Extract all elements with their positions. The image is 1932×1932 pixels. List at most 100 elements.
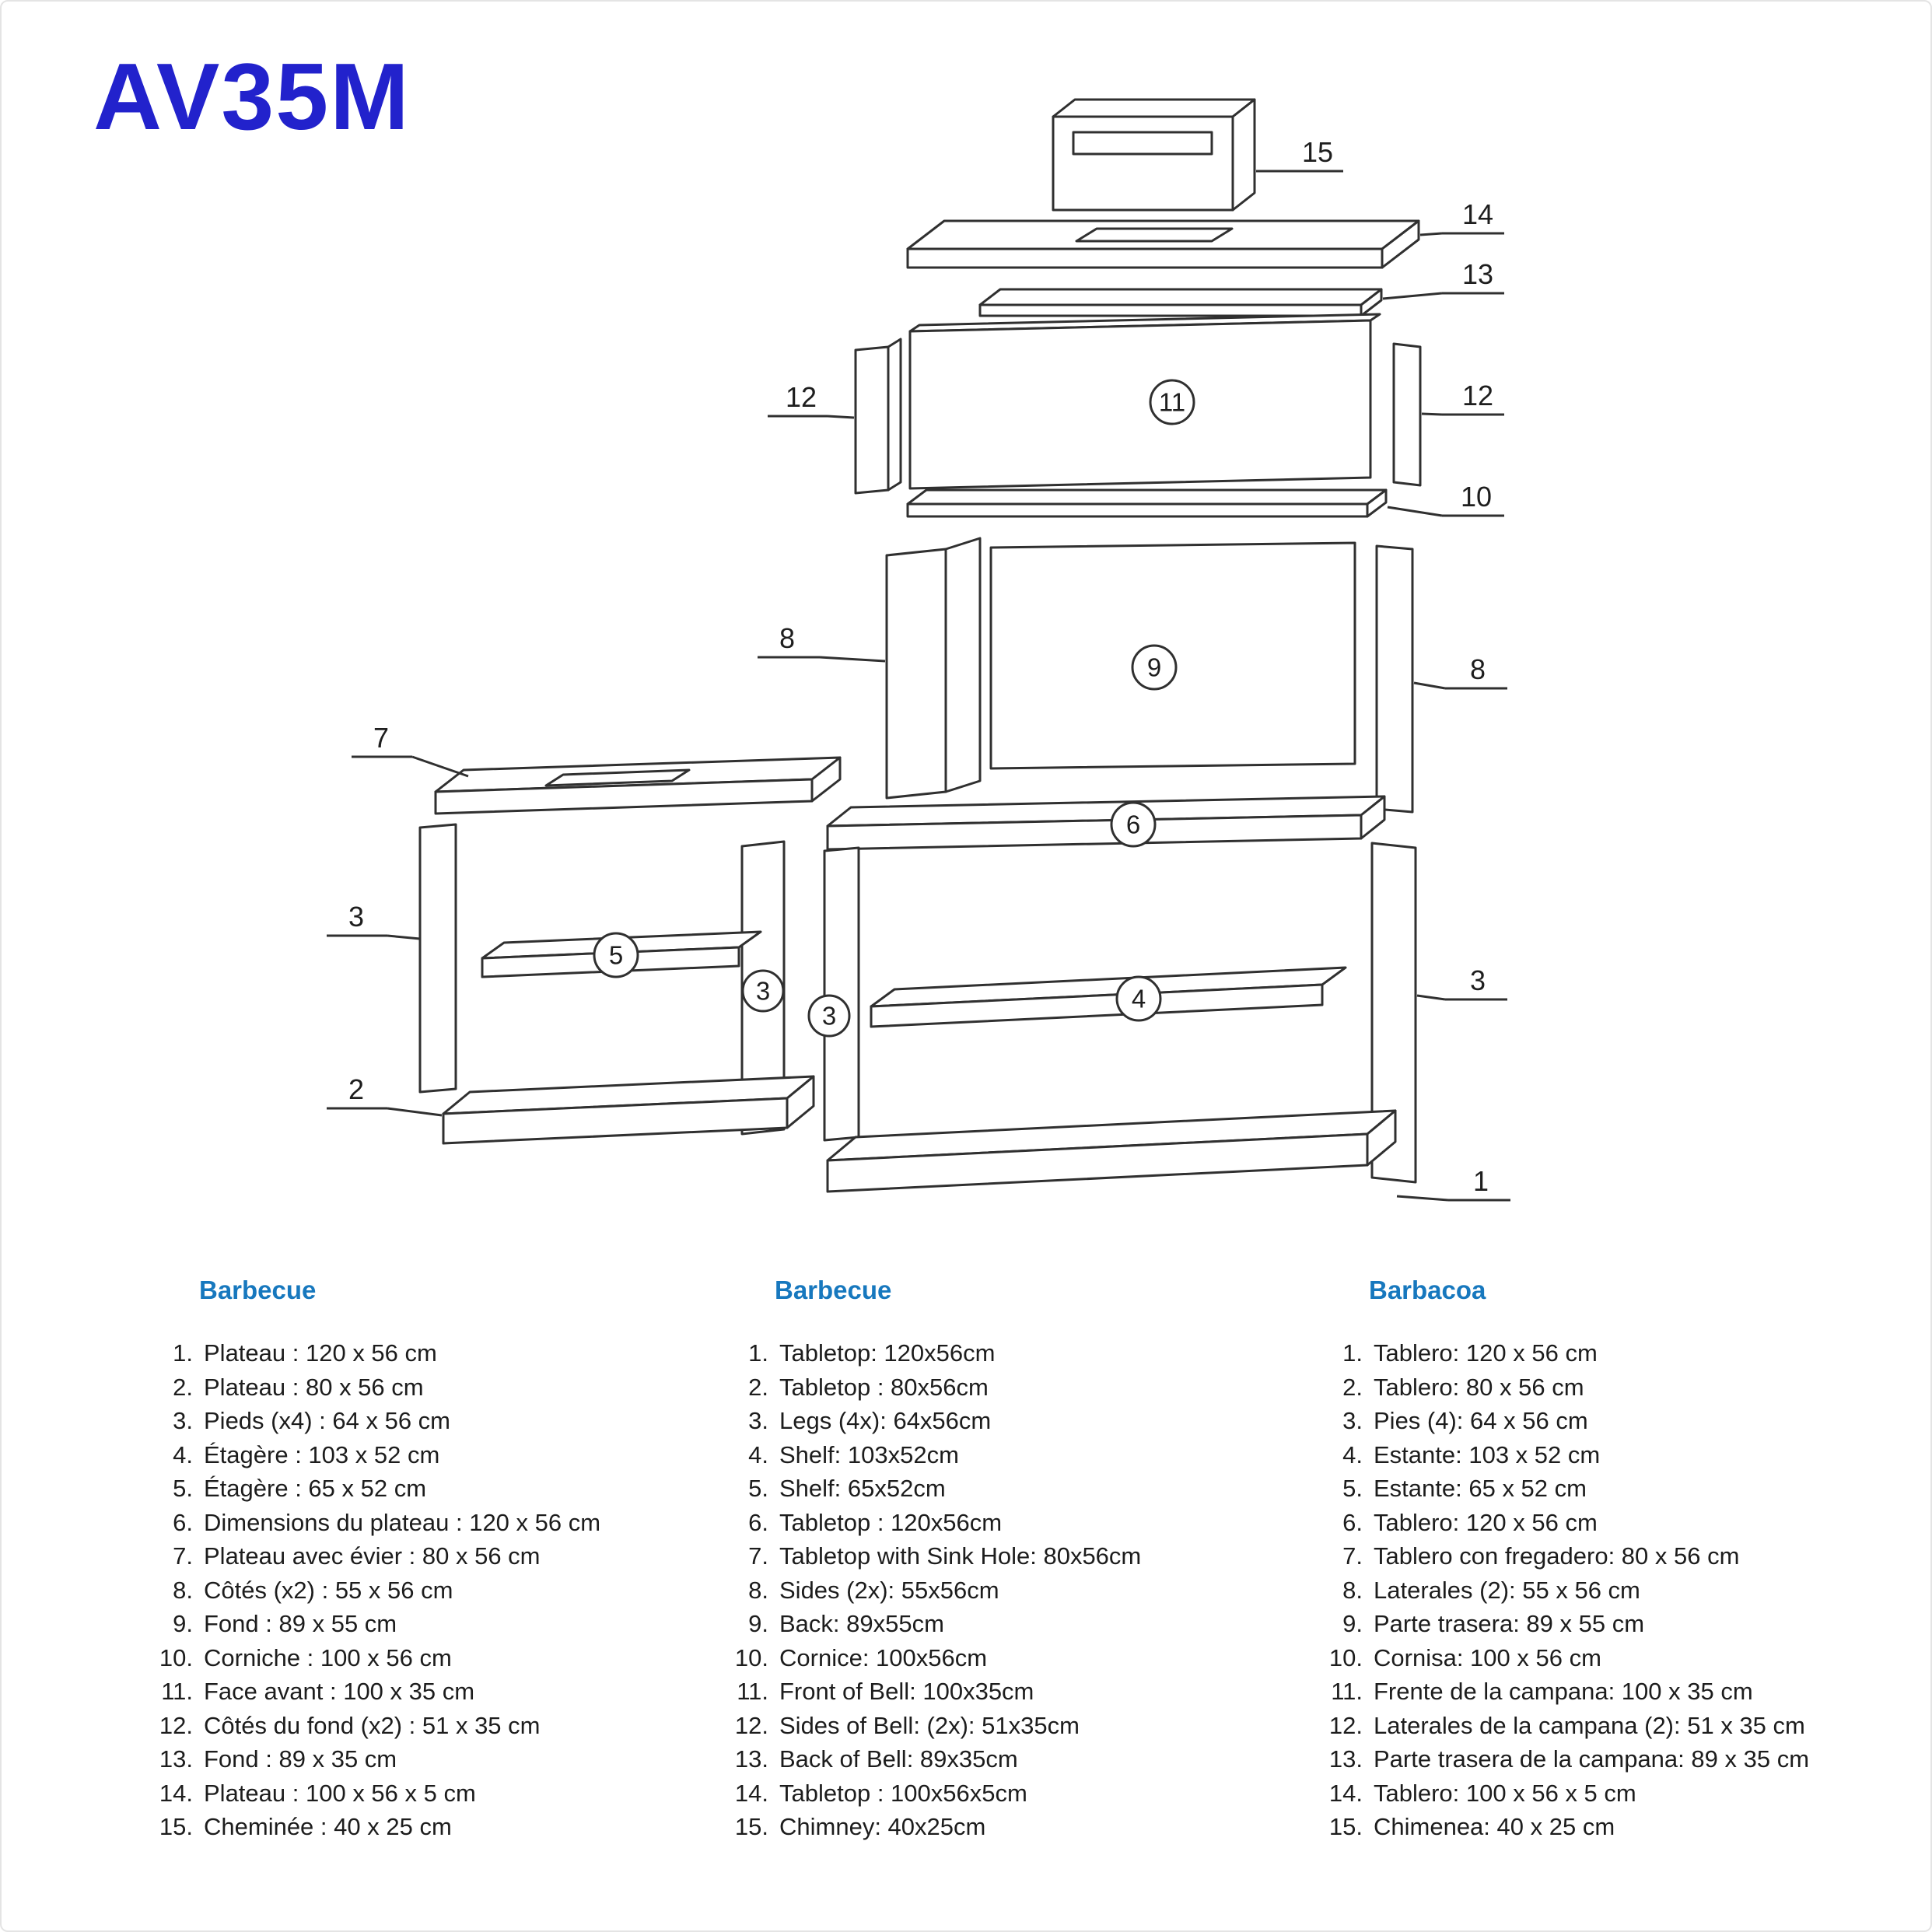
parts-list-item-number: 14. bbox=[734, 1779, 768, 1807]
parts-list-item-label: Parte trasera: 89 x 55 cm bbox=[1374, 1610, 1645, 1637]
parts-list-item-number: 7. bbox=[748, 1542, 768, 1570]
parts-list-item-label: Back: 89x55cm bbox=[779, 1610, 944, 1637]
parts-list-item: 2.Tablero: 80 x 56 cm bbox=[1318, 1370, 1878, 1405]
parts-list-item-label: Pieds (x4) : 64 x 56 cm bbox=[204, 1407, 451, 1434]
part-chimney bbox=[1052, 98, 1256, 212]
svg-text:12: 12 bbox=[786, 381, 817, 413]
parts-list-item-label: Legs (4x): 64x56cm bbox=[779, 1407, 992, 1434]
parts-list-item-label: Tabletop : 100x56x5cm bbox=[779, 1779, 1027, 1807]
parts-list-item-number: 8. bbox=[1342, 1576, 1363, 1604]
parts-list-english: Barbecue 1.Tabletop: 120x56cm 2. Tabletop … bbox=[723, 1276, 1283, 1844]
parts-list-heading: Barbecue bbox=[199, 1276, 317, 1304]
circled-label-5: 5 bbox=[593, 932, 639, 978]
parts-list-item: 6.Tablero: 120 x 56 cm bbox=[1318, 1506, 1878, 1540]
parts-list-item-number: 13. bbox=[159, 1745, 193, 1773]
parts-list-item-number: 9. bbox=[1342, 1610, 1363, 1637]
parts-list-item-number: 5. bbox=[1342, 1475, 1363, 1502]
part-cornice-back bbox=[978, 288, 1383, 317]
parts-list-item: 12.Sides of Bell: (2x): 51x35cm bbox=[723, 1709, 1283, 1743]
parts-list-item-number: 8. bbox=[748, 1576, 768, 1604]
parts-list-item-number: 9. bbox=[748, 1610, 768, 1637]
part-cornice bbox=[906, 488, 1388, 518]
svg-text:8: 8 bbox=[1470, 653, 1486, 685]
parts-list-heading: Barbecue bbox=[775, 1276, 892, 1304]
callout-3-left: 3 bbox=[327, 901, 421, 940]
parts-list-item: 4.Estante: 103 x 52 cm bbox=[1318, 1438, 1878, 1472]
parts-list-item-number: 7. bbox=[1342, 1542, 1363, 1570]
parts-list-item: 1.Tablero: 120 x 56 cm bbox=[1318, 1336, 1878, 1370]
parts-list-item-label: Back of Bell: 89x35cm bbox=[779, 1745, 1018, 1773]
part-bell-side-left bbox=[854, 338, 902, 495]
svg-text:13: 13 bbox=[1462, 258, 1493, 290]
parts-list-item-label: Sides of Bell: (2x): 51x35cm bbox=[779, 1711, 1080, 1739]
svg-text:6: 6 bbox=[1126, 810, 1140, 839]
callout-8-right: 8 bbox=[1413, 653, 1507, 690]
part-side-left bbox=[885, 537, 982, 800]
parts-list-item-label: Cheminée : 40 x 25 cm bbox=[204, 1813, 452, 1840]
parts-list-item-label: Plateau avec évier : 80 x 56 cm bbox=[204, 1542, 541, 1570]
parts-list-item-label: Cornice: 100x56cm bbox=[779, 1643, 988, 1671]
parts-list-item-number: 6. bbox=[1342, 1508, 1363, 1536]
parts-list-item: 13.Parte trasera de la campana: 89 x 35 … bbox=[1318, 1742, 1878, 1776]
callout-12-right: 12 bbox=[1421, 380, 1504, 416]
parts-list-item-number: 2. bbox=[748, 1373, 768, 1401]
parts-list-item: 11.Front of Bell: 100x35cm bbox=[723, 1675, 1283, 1709]
parts-list-item: 15.Chimenea: 40 x 25 cm bbox=[1318, 1810, 1878, 1844]
parts-list-item-label: Cornisa: 100 x 56 cm bbox=[1374, 1643, 1601, 1671]
parts-list-item-label: Laterales de la campana (2): 51 x 35 cm bbox=[1374, 1711, 1805, 1739]
parts-list-item-number: 3. bbox=[748, 1407, 768, 1434]
parts-list-item: 6.Dimensions du plateau : 120 x 56 cm bbox=[148, 1506, 708, 1540]
parts-list-item: 11.Frente de la campana: 100 x 35 cm bbox=[1318, 1675, 1878, 1709]
parts-list-heading: Barbacoa bbox=[1369, 1276, 1486, 1304]
callout-8-left: 8 bbox=[758, 622, 886, 663]
svg-text:7: 7 bbox=[373, 722, 389, 754]
parts-list-item-label: Estante: 103 x 52 cm bbox=[1374, 1440, 1601, 1468]
svg-text:2: 2 bbox=[348, 1073, 364, 1105]
parts-list-item-label: Tabletop with Sink Hole: 80x56cm bbox=[779, 1542, 1142, 1570]
parts-list-item: 10.Cornisa: 100 x 56 cm bbox=[1318, 1641, 1878, 1675]
parts-list-item-label: Tabletop : 80x56cm bbox=[779, 1373, 989, 1401]
parts-list-item-label: Plateau : 100 x 56 x 5 cm bbox=[204, 1779, 476, 1807]
parts-list-item-label: Plateau : 80 x 56 cm bbox=[204, 1373, 424, 1401]
parts-list-item-label: Étagère : 103 x 52 cm bbox=[204, 1440, 440, 1468]
parts-list-item: 8.Laterales (2): 55 x 56 cm bbox=[1318, 1573, 1878, 1608]
parts-list-item: 10.Corniche : 100 x 56 cm bbox=[148, 1641, 708, 1675]
part-legs bbox=[418, 823, 1417, 1184]
parts-list-item-label: Estante: 65 x 52 cm bbox=[1374, 1475, 1587, 1502]
svg-text:3: 3 bbox=[756, 977, 770, 1006]
parts-list-item: 14. Plateau : 100 x 56 x 5 cm bbox=[148, 1776, 708, 1811]
parts-list-item-label: Chimney: 40x25cm bbox=[779, 1813, 986, 1840]
parts-list-item-number: 4. bbox=[173, 1440, 193, 1468]
parts-list-item: 15. Cheminée : 40 x 25 cm bbox=[148, 1810, 708, 1844]
part-tabletop-sink bbox=[434, 756, 842, 815]
parts-list-item-label: Tablero con fregadero: 80 x 56 cm bbox=[1374, 1542, 1740, 1570]
parts-list-item: 2. Plateau : 80 x 56 cm bbox=[148, 1370, 708, 1405]
parts-list-item-label: Fond : 89 x 55 cm bbox=[204, 1610, 397, 1637]
parts-list-item-number: 2. bbox=[173, 1373, 193, 1401]
circled-label-11: 11 bbox=[1149, 379, 1195, 425]
parts-list-item: 5.Étagère : 65 x 52 cm bbox=[148, 1472, 708, 1506]
parts-list-item-number: 5. bbox=[748, 1475, 768, 1502]
parts-list-item-label: Front of Bell: 100x35cm bbox=[779, 1678, 1034, 1705]
parts-list-item-label: Shelf: 65x52cm bbox=[779, 1475, 946, 1502]
parts-list-item-number: 4. bbox=[748, 1440, 768, 1468]
parts-list-item: 3.Pieds (x4) : 64 x 56 cm bbox=[148, 1404, 708, 1438]
parts-list-item-label: Sides (2x): 55x56cm bbox=[779, 1576, 999, 1604]
callout-10: 10 bbox=[1387, 481, 1504, 517]
parts-list-item-number: 15. bbox=[159, 1813, 193, 1840]
parts-list: 1.Tabletop: 120x56cm 2. Tabletop : 80x56cm… bbox=[723, 1336, 1283, 1844]
parts-list-item-label: Plateau : 120 x 56 cm bbox=[204, 1339, 437, 1367]
parts-list-item: 8. Sides (2x): 55x56cm bbox=[723, 1573, 1283, 1608]
callout-1: 1 bbox=[1396, 1165, 1510, 1202]
parts-list-item-number: 14. bbox=[159, 1779, 193, 1807]
circled-label-6: 6 bbox=[1110, 801, 1157, 848]
part-shelf-large bbox=[870, 966, 1347, 1028]
parts-list-item-number: 9. bbox=[173, 1610, 193, 1637]
svg-text:3: 3 bbox=[348, 901, 364, 933]
parts-list-item-number: 10. bbox=[159, 1643, 193, 1671]
parts-list-item: 1.Tabletop: 120x56cm bbox=[723, 1336, 1283, 1370]
parts-list-item: 4. Étagère : 103 x 52 cm bbox=[148, 1438, 708, 1472]
